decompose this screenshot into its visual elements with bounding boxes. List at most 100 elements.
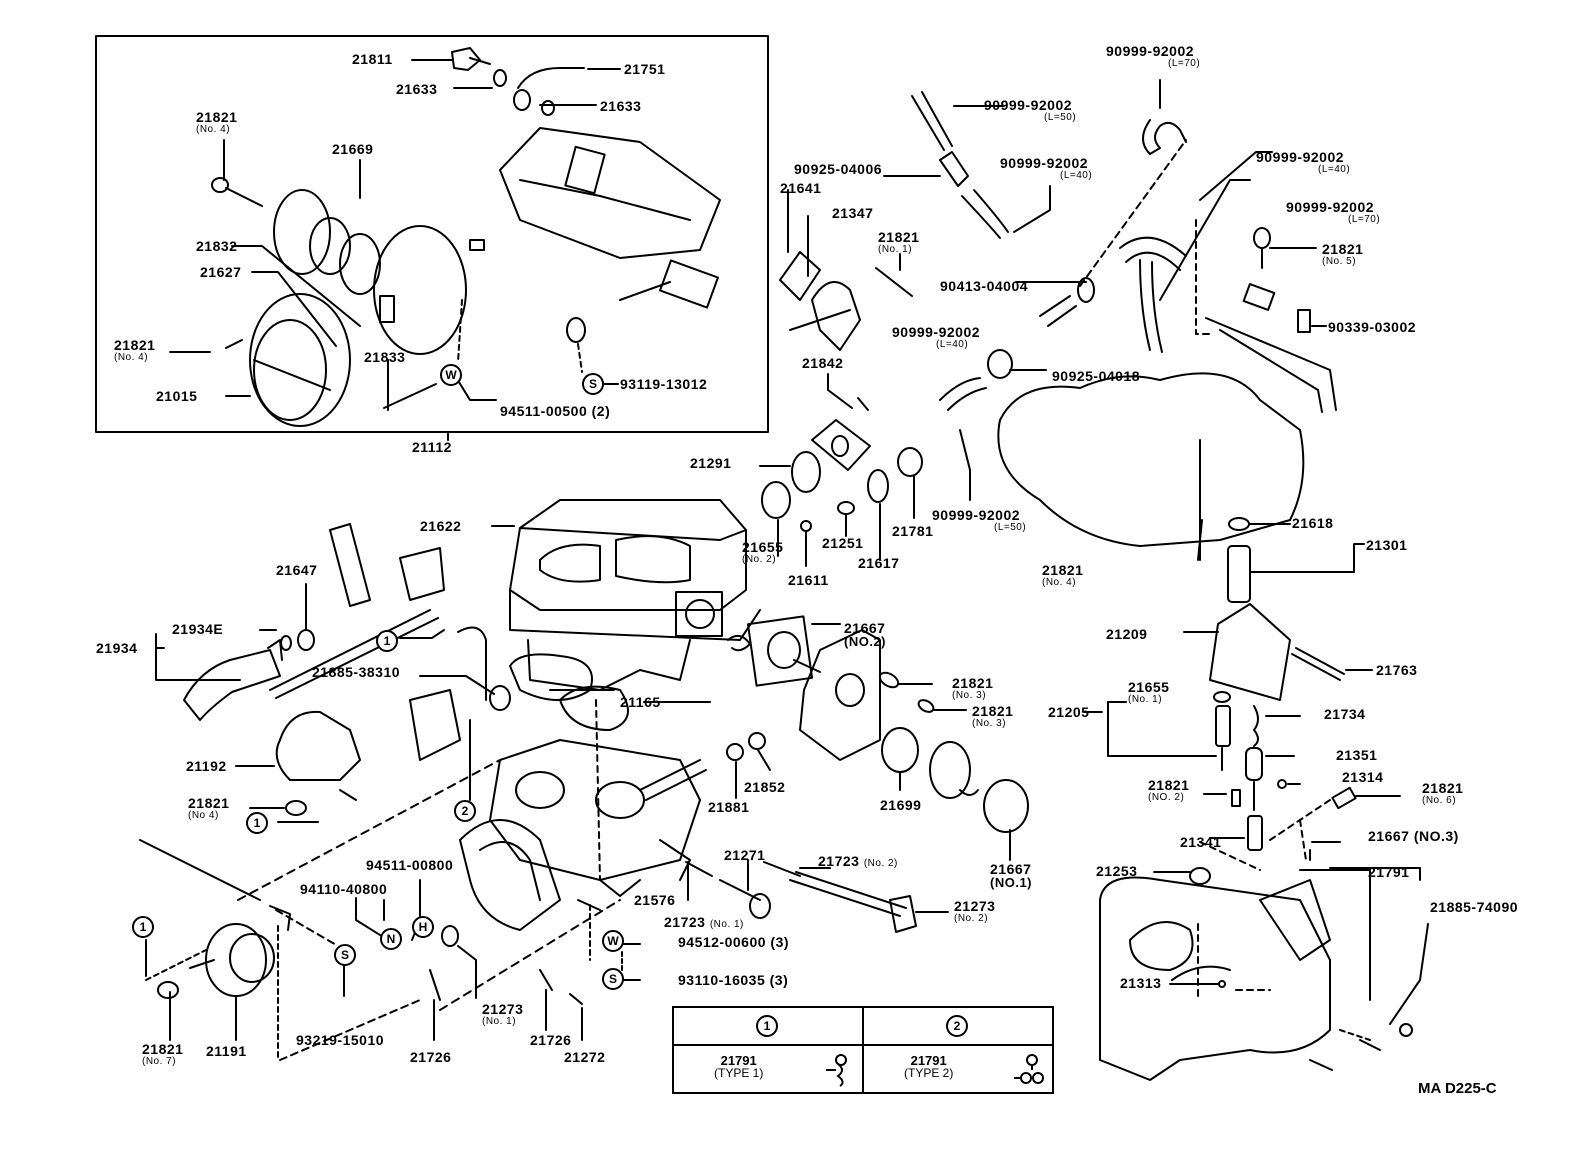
part-label-21723-no2: 21723 (No. 2) [818,854,898,871]
part-note: (No. 4) [196,124,231,135]
part-number: 21723 [664,914,706,930]
legend-text-type1: 21791 (TYPE 1) [714,1054,763,1080]
part-label-21205: 21205 [1048,704,1090,720]
clip-type2-icon [1014,1054,1044,1084]
part-number: 21655 [1128,679,1170,695]
part-number: 90999-92002 [932,507,1021,523]
part-number: 90999-92002 [1256,149,1345,165]
part-note: (No. 1) [482,1016,517,1027]
part-number: 90999-92002 [984,97,1073,113]
part-note: (L=50) [1044,112,1077,123]
part-label-21192: 21192 [186,758,227,774]
part-label-21667-no2: 21667(NO.2) [844,621,886,649]
part-label-21617: 21617 [858,555,900,571]
legend-callout-2: 2 [946,1015,968,1037]
callout-w-94511-00500: W [440,364,462,386]
part-number: 21821 [1148,777,1190,793]
part-label-90999-92002-l40-c: 90999-92002(L=40) [892,325,980,350]
part-label-90999-92002-l70-a: 90999-92002(L=70) [1106,44,1200,69]
part-label-21647: 21647 [276,562,318,578]
part-number: 90999-92002 [892,324,981,340]
part-label-21253: 21253 [1096,863,1138,879]
part-note: (L=40) [1060,170,1093,181]
part-number: 90999-92002 [1106,43,1195,59]
part-label-93119-13012: 93119-13012 [620,376,708,392]
part-label-21699: 21699 [880,797,922,813]
part-label-21821-no4-c: 21821(No. 4) [1042,563,1083,588]
part-label-21655-no1: 21655(No. 1) [1128,680,1169,705]
part-number: 21821 [196,109,238,125]
part-label-21885-38310: 21885-38310 [312,664,401,680]
callout-1-a: 1 [376,630,398,652]
part-label-90999-92002-l40-b: 90999-92002(L=40) [1256,150,1350,175]
part-label-21667-no3: 21667 (NO.3) [1368,828,1459,844]
part-number: 21273 [482,1001,524,1017]
legend-type-label: (TYPE 1) [714,1066,764,1080]
part-label-21622: 21622 [420,518,462,534]
callout-w-94512-00600: W [602,930,624,952]
part-label-21341: 21341 [1180,834,1222,850]
part-note: (No. 7) [142,1056,177,1067]
part-label-21763: 21763 [1376,662,1418,678]
part-label-21273-no1: 21273(No. 1) [482,1002,523,1027]
part-label-21842: 21842 [802,355,844,371]
part-number: 21723 [818,853,860,869]
part-note: (No. 4) [114,352,149,363]
part-label-21313: 21313 [1120,975,1162,991]
part-label-21351: 21351 [1336,747,1378,763]
callout-n-94110-40800: N [380,928,402,950]
part-number: 21821 [878,229,920,245]
callout-1-b: 1 [246,812,268,834]
part-label-21251: 21251 [822,535,864,551]
part-label-21633-b: 21633 [600,98,642,114]
part-label-21576: 21576 [634,892,676,908]
part-label-21669: 21669 [332,141,374,157]
part-label-90925-04006: 90925-04006 [794,161,883,177]
part-label-21821-no3-a: 21821(No. 3) [952,676,993,701]
part-label-21791: 21791 [1368,864,1410,880]
part-label-21821-no5: 21821(No. 5) [1322,242,1363,267]
part-label-21191: 21191 [206,1043,247,1059]
part-label-21821-no7: 21821(No. 7) [142,1042,183,1067]
part-label-21272: 21272 [564,1049,606,1065]
part-label-21751: 21751 [624,61,666,77]
part-label-21833: 21833 [364,349,406,365]
part-label-93110-16035: 93110-16035 (3) [678,972,789,988]
part-label-90999-92002-l40-a: 90999-92002(L=40) [1000,156,1092,181]
part-number: 21667 [844,620,886,636]
part-label-90413-04004: 90413-04004 [940,278,1029,294]
part-note: (No. 5) [1322,256,1357,267]
part-label-21112: 21112 [412,439,452,455]
part-label-21633-a: 21633 [396,81,438,97]
part-label-21934: 21934 [96,640,138,656]
part-label-21209: 21209 [1106,626,1148,642]
part-label-21301: 21301 [1366,537,1408,553]
part-number: 21821 [972,703,1014,719]
part-label-21821-no6: 21821(No. 6) [1422,781,1463,806]
part-number: 21821 [1422,780,1464,796]
part-label-21821-no4-a: 21821(No. 4) [196,110,237,135]
part-note: (No. 4) [1042,577,1077,588]
part-label-90999-92002-l70-b: 90999-92002(L=70) [1286,200,1380,225]
part-label-21291: 21291 [690,455,732,471]
part-note: (No. 6) [1422,795,1457,806]
part-number: 90999-92002 [1286,199,1375,215]
part-label-21641: 21641 [780,180,822,196]
part-label-21934E: 21934E [172,621,224,637]
part-note: (L=40) [1318,164,1351,175]
part-note: (No. 3) [952,690,987,701]
legend-callout-1: 1 [756,1015,778,1037]
part-number: 21821 [114,337,156,353]
legend-text-type2: 21791 (TYPE 2) [904,1054,953,1080]
part-number: 21821 [188,795,230,811]
part-note: (L=70) [1348,214,1381,225]
part-label-90999-92002-l50-a: 90999-92002(L=50) [984,98,1076,123]
part-label-90339-03002: 90339-03002 [1328,319,1417,335]
part-note: (L=70) [1168,58,1201,69]
part-label-21852: 21852 [744,779,786,795]
part-label-21821-no1: 21821(No. 1) [878,230,919,255]
part-note: (No. 1) [1128,694,1163,705]
legend-cell-type1: 21791 (TYPE 1) [674,1046,864,1092]
part-label-21821-no2: 21821(NO. 2) [1148,778,1189,803]
part-number: 21821 [952,675,994,691]
